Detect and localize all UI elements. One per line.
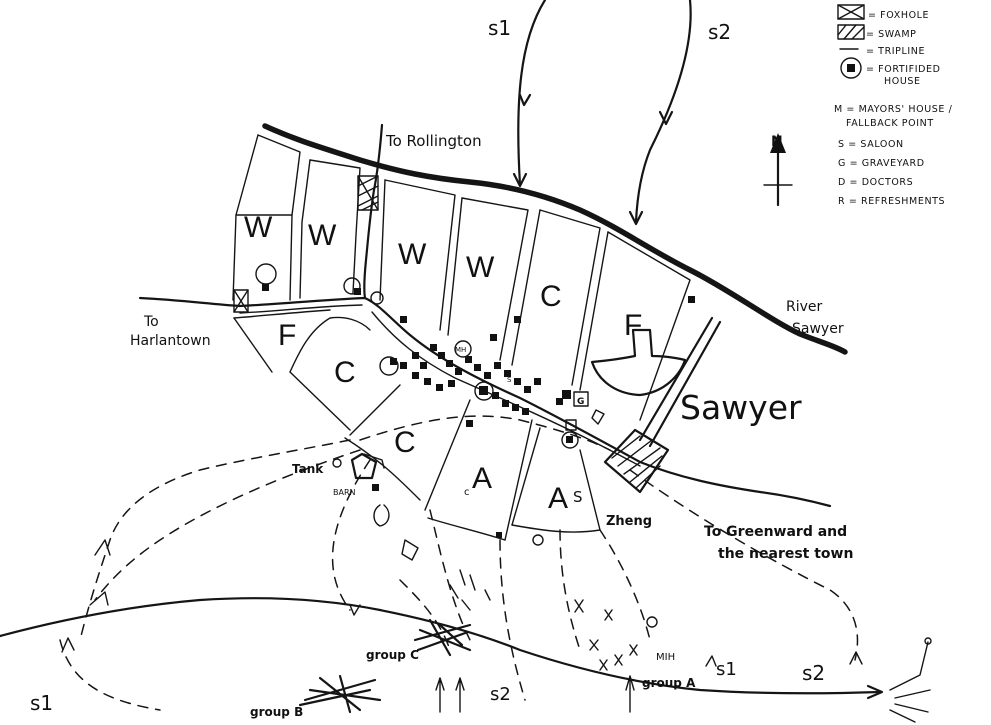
label-to-rollington: To Rollington (385, 132, 482, 150)
label-group-c: group C (366, 648, 419, 662)
group-b-mark (298, 674, 382, 714)
label-group-b: group B (250, 705, 303, 719)
key-graveyard: G = GRAVEYARD (838, 158, 925, 169)
label-to-harlantown-line1: To (143, 314, 159, 330)
key-mayors-house-line2: FALLBACK POINT (846, 118, 934, 129)
field-c-west: C (334, 356, 356, 389)
route-label-s1-top: s1 (488, 16, 511, 40)
legend-foxhole: = FOXHOLE (868, 10, 929, 21)
swamp-icon (837, 24, 865, 40)
legend: = FOXHOLE = SWAMP = TRIPLINE = FORTIFIDE… (834, 4, 953, 207)
compass-north-label: N (771, 134, 783, 150)
field-a-1: A (472, 462, 492, 495)
legend-fortified-house: = FORTIFIDED (866, 64, 941, 75)
route-label-s1-bottom: s1 (716, 659, 737, 680)
key-doctors: D = DOCTORS (838, 177, 913, 188)
small-c-marker: c (464, 487, 470, 498)
label-tank: Tank (292, 462, 324, 476)
key-refreshments: R = REFRESHMENTS (838, 196, 945, 207)
legend-fortified-house-line2: HOUSE (884, 76, 921, 87)
fortified-house-icon (840, 57, 862, 79)
label-river-line1: River (786, 299, 823, 315)
dashed-routes (59, 415, 859, 711)
battle-scribbles (373, 504, 932, 723)
river-sawyer (262, 123, 848, 355)
foxhole-harlantown (233, 289, 249, 313)
fortified-houses (255, 263, 605, 449)
field-w-1: W (244, 211, 273, 244)
route-label-s2-right: s2 (802, 661, 825, 685)
field-f-east: F (624, 309, 642, 342)
label-town-sawyer: Sawyer (680, 388, 802, 427)
graveyard-mark: G (577, 397, 584, 407)
label-to-harlantown-line2: Harlantown (130, 333, 211, 349)
group-c-mark (413, 618, 472, 657)
field-w-4: W (466, 251, 495, 284)
legend-tripline: = TRIPLINE (866, 46, 925, 57)
mayor-house-mark: MH (455, 346, 466, 354)
key-saloon: S = SALOON (838, 139, 904, 150)
route-arrows (61, 0, 863, 713)
houses (262, 284, 695, 538)
tank-barn (332, 452, 385, 480)
front-line-arrowhead (866, 684, 884, 700)
compass-icon (763, 133, 793, 207)
fields-north (232, 134, 691, 421)
saloon-mark: S (507, 376, 512, 384)
key-mayors-house: M = MAYORS' HOUSE / (834, 104, 953, 115)
road-to-harlantown-edge (239, 304, 363, 314)
legend-swamp: = SWAMP (866, 29, 917, 40)
label-mih: MIH (656, 652, 675, 663)
label-to-greenward-line2: the nearest town (718, 546, 853, 562)
route-label-s2-bottom: s2 (490, 684, 511, 705)
field-c-south: C (394, 426, 416, 459)
field-w-3: W (398, 238, 427, 271)
label-group-a: group A (642, 676, 696, 690)
route-label-s2-top: s2 (708, 20, 731, 44)
front-line (0, 597, 882, 695)
label-zheng: Zheng (606, 514, 652, 529)
field-c-north: C (540, 280, 562, 313)
label-river-line2: Sawyer (792, 321, 844, 337)
route-label-s1-left: s1 (30, 691, 53, 715)
field-w-2: W (308, 219, 337, 252)
swamp-rollington (357, 175, 379, 211)
field-a-2: A (548, 482, 568, 515)
road-to-harlantown (138, 296, 832, 508)
fort-building (590, 328, 687, 397)
saloon-marker: S (573, 488, 583, 506)
swamp-sawyer (603, 428, 670, 494)
road-to-rollington (363, 123, 384, 300)
label-to-greenward-line1: To Greenward and (704, 524, 847, 540)
field-f-west: F (278, 319, 296, 352)
sawyer-bridge (638, 316, 722, 448)
fields-south (233, 309, 601, 541)
foxhole-icon (837, 4, 865, 20)
label-barn: BARN (333, 488, 356, 497)
